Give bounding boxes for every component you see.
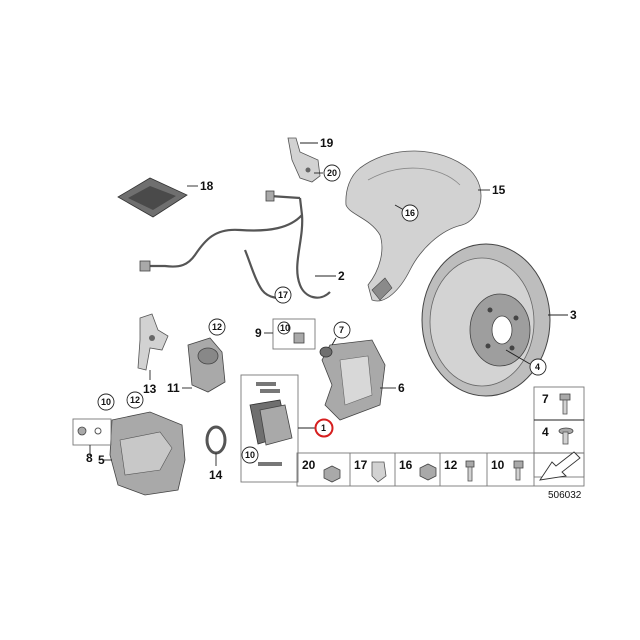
- part-9-box: [272, 318, 316, 350]
- callout-10b[interactable]: 10: [245, 450, 255, 460]
- table-label-7: 7: [542, 392, 549, 406]
- part-3-brake-disc[interactable]: [421, 243, 551, 397]
- callout-10c[interactable]: 10: [101, 397, 111, 407]
- table-part-17-clip[interactable]: [371, 461, 387, 483]
- table-label-4: 4: [542, 425, 549, 439]
- part-8-bleeder[interactable]: [77, 426, 102, 436]
- callout-17-ring: [274, 286, 292, 304]
- callout-13[interactable]: 13: [143, 382, 157, 396]
- callout-6[interactable]: 6: [398, 381, 405, 395]
- callout-3[interactable]: 3: [570, 308, 577, 322]
- part-19-bracket[interactable]: [287, 137, 321, 183]
- callout-20-ring: [323, 164, 341, 182]
- callout-1[interactable]: 1: [321, 423, 326, 433]
- pad-kit-box: [240, 374, 299, 483]
- callout-1-highlight: [314, 418, 334, 438]
- callout-12b-ring: [126, 391, 144, 409]
- table-part-7-bolt[interactable]: [559, 393, 571, 415]
- part-14-seal[interactable]: [205, 425, 227, 455]
- callout-18[interactable]: 18: [200, 179, 214, 193]
- callout-10a[interactable]: 10: [280, 323, 290, 333]
- callout-5[interactable]: 5: [98, 453, 105, 467]
- table-part-4-screw[interactable]: [558, 427, 574, 445]
- callout-7[interactable]: 7: [339, 325, 344, 335]
- table-label-12: 12: [444, 458, 458, 472]
- callout-4-ring: [529, 358, 547, 376]
- diagram-reference-number: 506032: [548, 490, 582, 501]
- callout-15[interactable]: 15: [492, 183, 506, 197]
- part-5-caliper[interactable]: [109, 411, 186, 496]
- arrow-icon: [539, 451, 581, 481]
- part-8-box: [72, 418, 112, 446]
- part-6-caliper-carrier[interactable]: [319, 339, 386, 421]
- callout-2[interactable]: 2: [338, 269, 345, 283]
- table-label-17: 17: [354, 458, 368, 472]
- callout-14[interactable]: 14: [209, 468, 223, 482]
- callout-12a-ring: [208, 318, 226, 336]
- callout-16[interactable]: 16: [405, 208, 415, 218]
- callout-20[interactable]: 20: [327, 168, 337, 178]
- part-1-brake-pads[interactable]: [249, 382, 293, 466]
- callout-10b-ring: [241, 446, 259, 464]
- callout-10c-ring: [97, 393, 115, 411]
- callout-4[interactable]: 4: [535, 362, 540, 372]
- callout-19[interactable]: 19: [320, 136, 334, 150]
- table-part-10-bolt[interactable]: [513, 460, 524, 481]
- part-11-actuator[interactable]: [187, 337, 226, 393]
- part-15-dust-shield[interactable]: [345, 150, 482, 302]
- table-part-12-bolt[interactable]: [465, 460, 475, 482]
- callout-11[interactable]: 11: [167, 381, 180, 395]
- table-part-20-nut[interactable]: [323, 465, 341, 483]
- table-label-10: 10: [491, 458, 505, 472]
- callout-9[interactable]: 9: [255, 326, 262, 340]
- callout-12a[interactable]: 12: [212, 322, 222, 332]
- callout-16-ring: [401, 204, 419, 222]
- part-13-bracket[interactable]: [137, 313, 169, 371]
- table-label-20: 20: [302, 458, 316, 472]
- table-label-16: 16: [399, 458, 413, 472]
- callout-8[interactable]: 8: [86, 451, 93, 465]
- part-9-guide-bolt[interactable]: [277, 321, 305, 344]
- callout-7-ring: [333, 321, 351, 339]
- callout-12b[interactable]: 12: [130, 395, 140, 405]
- callout-17[interactable]: 17: [278, 290, 288, 300]
- part-18-sheet[interactable]: [117, 177, 188, 218]
- table-part-16-nut[interactable]: [419, 463, 437, 481]
